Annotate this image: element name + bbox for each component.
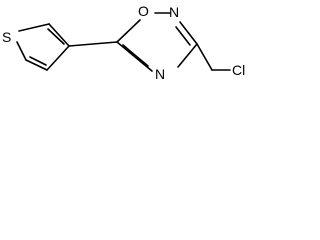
bond-c3-ch2: [196, 43, 213, 71]
bond-c2-c3: [25, 59, 48, 71]
bond-n2-c3-inner: [175, 26, 191, 46]
bond-c2-c3-inner: [29, 56, 47, 66]
oxadiazole-ring: [116, 12, 198, 72]
bond-c3-c4: [46, 45, 70, 71]
bond-n4-c5: [116, 41, 153, 72]
atom-nitrogen-bottom-label: N: [155, 66, 165, 82]
structural-formula: S O N N Cl: [2, 3, 245, 82]
bond-n2-c3: [179, 21, 198, 45]
thiophene-ring: [16, 23, 70, 71]
atom-sulfur-label: S: [2, 29, 11, 45]
bond-thiophene-oxadiazole: [68, 41, 118, 47]
atom-nitrogen-top-label: N: [169, 4, 179, 20]
bond-c5-s: [18, 23, 50, 32]
bond-c4-c5-inner: [47, 28, 65, 45]
atom-chlorine-label: Cl: [232, 62, 245, 78]
bond-c4-c5: [48, 23, 70, 47]
bond-c3-n4: [177, 43, 198, 68]
bond-c5-o1: [116, 19, 141, 43]
atom-oxygen-label: O: [138, 3, 149, 19]
bond-s-c2: [16, 41, 27, 61]
bond-n4-c5-inner: [122, 44, 149, 67]
